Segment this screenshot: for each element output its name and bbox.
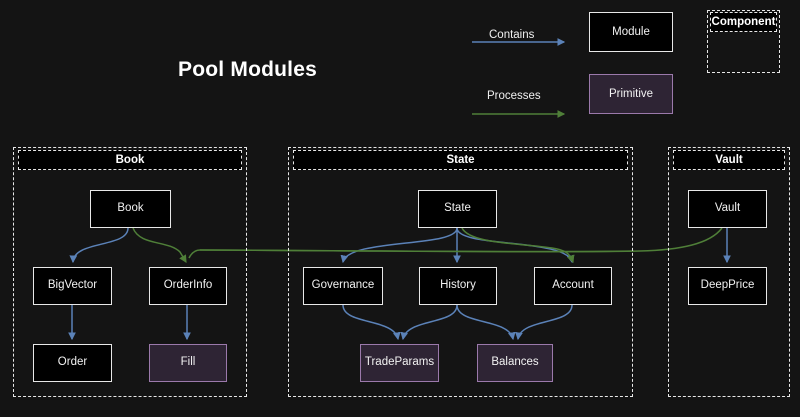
node-orderinfo[interactable]: OrderInfo: [149, 267, 227, 305]
node-book[interactable]: Book: [90, 190, 171, 228]
node-fill[interactable]: Fill: [149, 344, 227, 382]
node-deepprice[interactable]: DeepPrice: [688, 267, 767, 305]
page-title: Pool Modules: [178, 58, 317, 81]
node-bigvector[interactable]: BigVector: [33, 267, 112, 305]
node-history[interactable]: History: [419, 267, 497, 305]
node-state[interactable]: State: [418, 190, 497, 228]
legend-component-box: [707, 10, 780, 73]
legend-processes-arrow: [472, 110, 566, 118]
legend-primitive-box: Primitive: [589, 74, 673, 114]
legend-contains-label: Contains: [489, 29, 535, 41]
node-vault[interactable]: Vault: [688, 190, 767, 228]
node-account[interactable]: Account: [534, 267, 612, 305]
cluster-vault: [668, 147, 790, 397]
cluster-state-label: State: [293, 150, 628, 170]
cluster-state: [288, 147, 633, 397]
node-balances[interactable]: Balances: [477, 344, 553, 382]
legend-module-box: Module: [589, 12, 673, 52]
node-tradeparams[interactable]: TradeParams: [360, 344, 439, 382]
cluster-vault-label: Vault: [673, 150, 785, 170]
node-order[interactable]: Order: [33, 344, 112, 382]
node-governance[interactable]: Governance: [303, 267, 383, 305]
cluster-book-label: Book: [18, 150, 242, 170]
legend-contains-arrow: [472, 38, 566, 46]
legend-component-label: Component: [710, 12, 777, 32]
cluster-book: [13, 147, 247, 397]
legend-processes-label: Processes: [487, 90, 541, 102]
